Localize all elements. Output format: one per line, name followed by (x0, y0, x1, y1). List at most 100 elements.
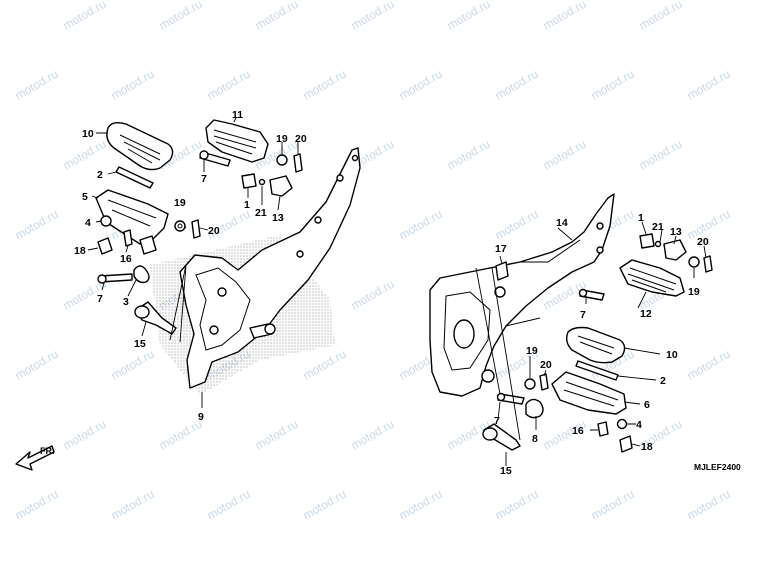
rubber-ribs (119, 134, 161, 164)
holder-hole (494, 286, 506, 298)
holder-hole (596, 222, 604, 230)
watermark-text: motod.ru (13, 347, 61, 383)
callout-label: 4 (636, 419, 642, 431)
callout-label: 7 (201, 173, 207, 185)
holder-hole (296, 250, 304, 258)
callout-label: 19 (688, 286, 700, 298)
watermark-text: motod.ru (445, 137, 493, 173)
callout-label: 16 (120, 253, 132, 265)
callout-label: 12 (640, 308, 652, 320)
pin-7-head (496, 392, 506, 402)
bolt-16-left (123, 229, 133, 247)
ball-21-left (258, 178, 266, 186)
leader-lines-left (87, 117, 299, 408)
watermark-text: motod.ru (109, 67, 157, 103)
holder-edge (505, 239, 581, 327)
leader-lines-right (475, 221, 707, 466)
step-11-ribs (213, 129, 257, 155)
watermark-text: motod.ru (493, 207, 541, 243)
fr-arrow-icon (15, 445, 55, 471)
callout-label: 20 (208, 225, 220, 237)
spring-8-right (525, 398, 544, 419)
callout-label: 16 (572, 425, 584, 437)
callout-label: 2 (97, 169, 103, 181)
fr-label: FR. (40, 446, 55, 456)
callout-label: 13 (670, 226, 682, 238)
pin-7-head (578, 288, 588, 298)
callout-label: 8 (532, 433, 538, 445)
callout-label: 18 (74, 245, 86, 257)
callout-label: 7 (494, 415, 500, 427)
watermark-text: motod.ru (493, 67, 541, 103)
bolt-18-left (97, 237, 113, 255)
callout-label: 3 (123, 296, 129, 308)
holder-hole (217, 287, 227, 297)
bolt-16-right (597, 421, 609, 437)
watermark-text: motod.ru (301, 487, 349, 523)
pin-20-right (703, 255, 713, 273)
step-12-ribs (627, 267, 677, 293)
callout-label: 19 (526, 345, 538, 357)
callout-label: 14 (556, 217, 568, 229)
watermark-text: motod.ru (685, 487, 733, 523)
callout-label: 4 (85, 217, 91, 229)
callout-label: 15 (134, 338, 146, 350)
callout-label: 18 (641, 441, 653, 453)
washer-19-hole (177, 223, 183, 229)
callout-label: 10 (666, 349, 678, 361)
spring-1-right (639, 233, 655, 249)
watermark-text: motod.ru (61, 0, 109, 33)
watermark-text: motod.ru (205, 67, 253, 103)
step-rubber-right (565, 326, 626, 364)
callout-label: 21 (652, 221, 664, 233)
step-5-pivot (139, 235, 157, 255)
step-11-left (205, 119, 269, 163)
watermark-text: motod.ru (109, 487, 157, 523)
bolt-18-right (619, 435, 633, 453)
watermark-text: motod.ru (541, 0, 589, 33)
pin-7-head (97, 274, 107, 284)
right-assembly (429, 193, 713, 466)
holder-hole (596, 246, 604, 254)
callouts-right: 14 17 1 21 13 20 19 7 12 10 2 6 19 20 7 … (494, 212, 709, 477)
holder-cutout (453, 319, 475, 349)
step-holder-left-inner (195, 267, 251, 351)
holder-hole (481, 369, 495, 383)
plate-13-left (269, 175, 293, 197)
step-holder-right-inner (443, 291, 491, 371)
callout-label: 6 (644, 399, 650, 411)
watermark-text: motod.ru (253, 417, 301, 453)
callout-label: 7 (580, 309, 586, 321)
washer-19-left-b (276, 154, 288, 166)
pin-20-left (191, 219, 201, 239)
clip-2-right (575, 360, 619, 381)
watermark-text: motod.ru (253, 0, 301, 33)
watermark-text: motod.ru (685, 347, 733, 383)
front-direction-indicator: FR. (15, 445, 55, 471)
watermark-text: motod.ru (445, 0, 493, 33)
pivot-pin-end (264, 323, 276, 335)
left-assembly (87, 117, 361, 408)
watermark-text: motod.ru (541, 137, 589, 173)
callout-label: 17 (495, 243, 507, 255)
callout-label: 21 (255, 207, 267, 219)
watermark-text: motod.ru (13, 487, 61, 523)
spring-3-left (133, 265, 150, 284)
watermark-text: motod.ru (13, 207, 61, 243)
watermark-text: motod.ru (637, 137, 685, 173)
callout-label: 13 (272, 212, 284, 224)
ball-21-right (654, 240, 662, 248)
watermark-text: motod.ru (493, 487, 541, 523)
callout-label: 5 (82, 191, 88, 203)
clip-2-left (115, 166, 154, 189)
callout-label: 1 (638, 212, 644, 224)
bolt-17-right (495, 261, 509, 281)
callout-label: 10 (82, 128, 94, 140)
plate-13-right (663, 239, 687, 261)
watermark-text: motod.ru (685, 67, 733, 103)
watermark-text: motod.ru (301, 347, 349, 383)
watermark-text: motod.ru (397, 487, 445, 523)
washer-19-right-b (524, 378, 536, 390)
callout-label: 19 (174, 197, 186, 209)
